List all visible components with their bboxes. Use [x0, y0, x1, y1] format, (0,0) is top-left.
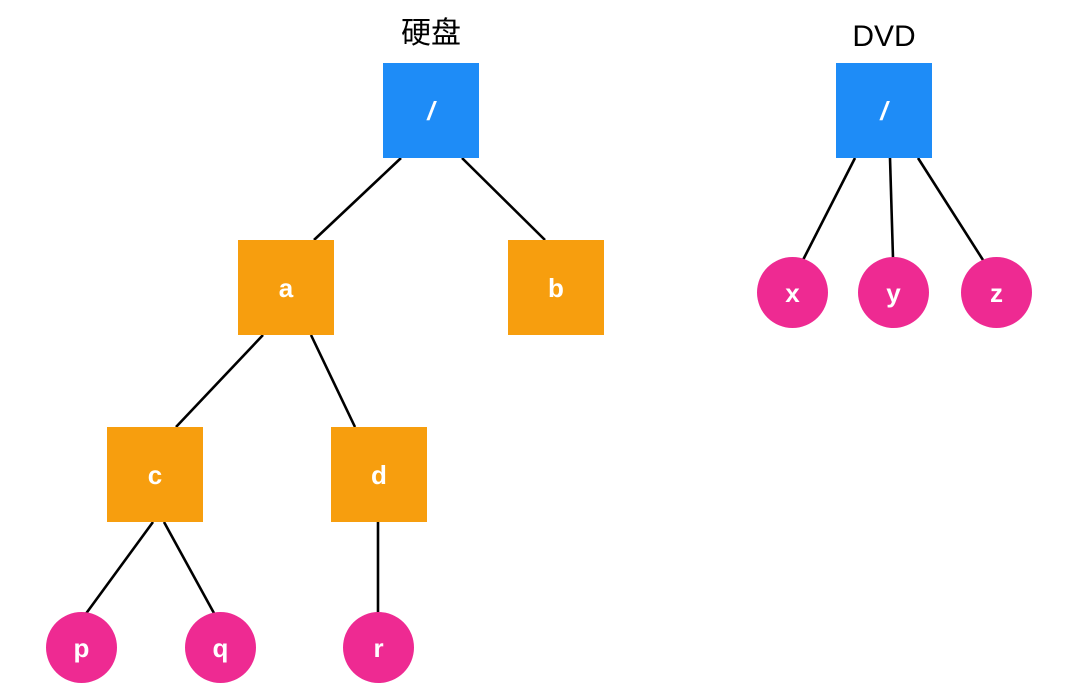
- tree-node-hd-c[interactable]: c: [107, 427, 203, 522]
- tree-title-hard-disk: 硬盘: [401, 17, 461, 50]
- tree-node-dvd-root[interactable]: /: [836, 63, 932, 158]
- tree-edge-hd-a-to-hd-c: [175, 334, 264, 428]
- tree-node-hd-r[interactable]: r: [343, 612, 414, 683]
- tree-edge-hd-c-to-hd-p: [83, 521, 155, 616]
- tree-node-dvd-x[interactable]: x: [757, 257, 828, 328]
- tree-edge-hd-root-to-hd-b: [461, 157, 546, 241]
- tree-node-label-hd-r: r: [373, 632, 384, 663]
- tree-node-label-hd-root: /: [427, 95, 435, 126]
- tree-edge-dvd-root-to-dvd-x: [801, 157, 857, 261]
- tree-node-hd-d[interactable]: d: [331, 427, 427, 522]
- tree-node-hd-a[interactable]: a: [238, 240, 334, 335]
- tree-edge-dvd-root-to-dvd-y: [888, 157, 895, 259]
- tree-node-dvd-z[interactable]: z: [961, 257, 1032, 328]
- tree-edge-hd-a-to-hd-d: [309, 334, 357, 428]
- tree-node-label-dvd-x: x: [785, 277, 800, 308]
- tree-node-hd-q[interactable]: q: [185, 612, 256, 683]
- tree-node-label-hd-p: p: [73, 632, 90, 663]
- tree-node-label-hd-c: c: [147, 459, 163, 490]
- tree-edge-hd-root-to-hd-a: [313, 157, 402, 241]
- tree-node-label-dvd-y: y: [886, 277, 901, 308]
- tree-node-hd-b[interactable]: b: [508, 240, 604, 335]
- tree-node-label-hd-q: q: [212, 632, 229, 663]
- tree-node-hd-p[interactable]: p: [46, 612, 117, 683]
- tree-node-label-hd-b: b: [548, 272, 564, 303]
- tree-node-hd-root[interactable]: /: [383, 63, 479, 158]
- tree-node-dvd-y[interactable]: y: [858, 257, 929, 328]
- tree-node-label-hd-a: a: [278, 272, 294, 303]
- tree-node-label-dvd-root: /: [880, 95, 888, 126]
- tree-node-label-hd-d: d: [371, 459, 387, 490]
- tree-title-dvd: DVD: [852, 20, 916, 53]
- tree-edge-hd-c-to-hd-q: [162, 521, 217, 616]
- tree-edge-dvd-root-to-dvd-z: [916, 157, 985, 261]
- tree-node-label-dvd-z: z: [990, 277, 1003, 308]
